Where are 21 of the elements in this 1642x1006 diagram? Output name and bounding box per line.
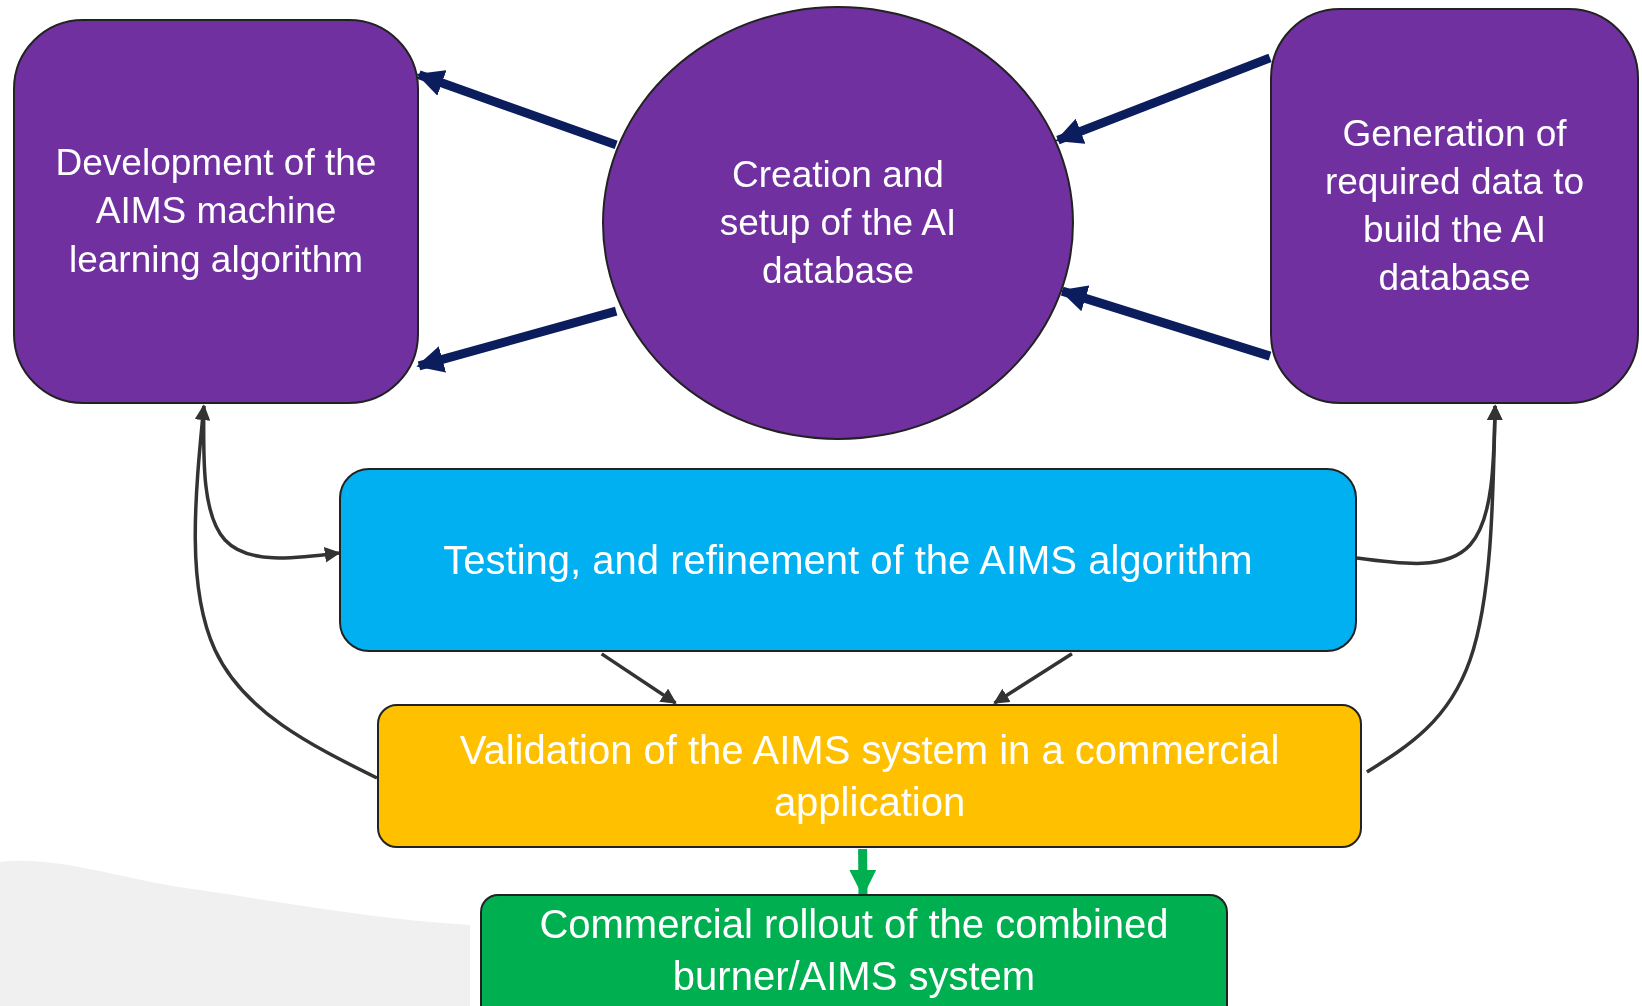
arrow (600, 652, 677, 705)
arrow (416, 306, 618, 373)
arrow (416, 70, 618, 150)
process-box (480, 894, 1228, 1006)
arrow (993, 652, 1073, 705)
process-box (339, 468, 1357, 652)
process-box (377, 704, 1362, 848)
node-label: Creation and setup of the AI database (718, 152, 958, 294)
arrow (193, 404, 378, 780)
process-box (1270, 8, 1639, 404)
node-label: Development of the AIMS machine learning algorithm (54, 141, 378, 282)
arrow (201, 405, 341, 563)
arrow (849, 849, 877, 897)
node-label: Commercial rollout of the combined burner/AIMS system (538, 901, 1170, 1000)
node-label: Testing, and refinement of the AIMS algorithm (443, 537, 1253, 584)
node-label: Validation of the AIMS system in a commercial application (458, 727, 1281, 826)
process-box (13, 19, 419, 404)
arrow (1059, 285, 1272, 361)
arrow (1366, 404, 1503, 774)
arrow (1055, 53, 1272, 145)
node-label: Generation of required data to build the AI database (1323, 111, 1586, 301)
